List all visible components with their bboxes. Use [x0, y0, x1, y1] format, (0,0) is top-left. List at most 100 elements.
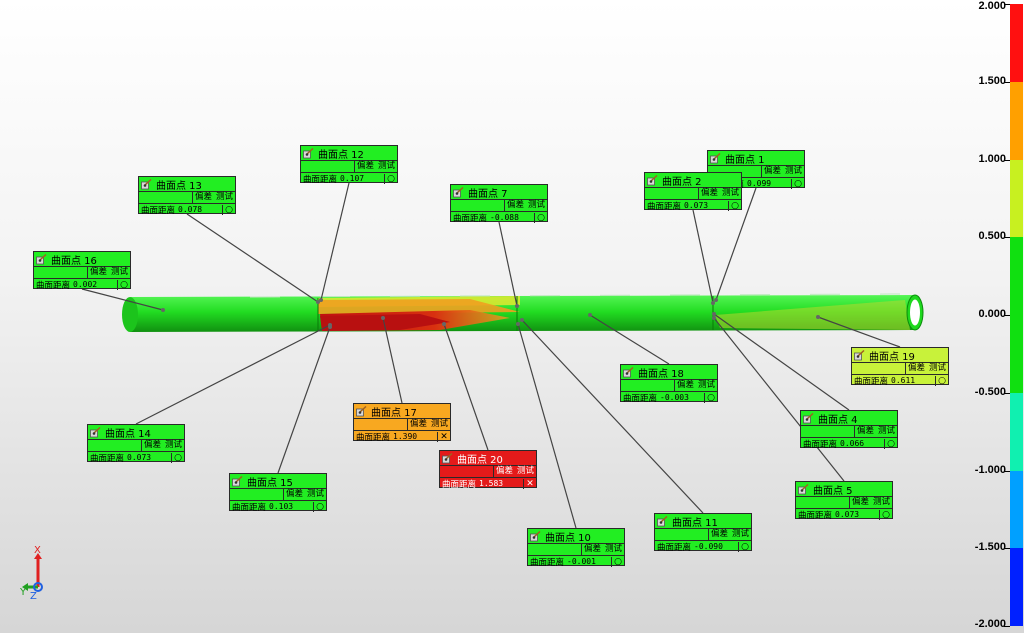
col-test-label: 测试: [721, 188, 739, 198]
measurement-name: 曲面距离: [356, 432, 391, 443]
col-deviation-label: 偏差: [710, 529, 728, 539]
col-deviation-label: 偏差: [356, 161, 374, 171]
leader-line: [135, 324, 331, 425]
pass-icon: ○: [117, 279, 130, 290]
col-deviation-label: 偏差: [583, 544, 601, 554]
col-deviation-label: 偏差: [856, 426, 874, 436]
point-marker[interactable]: [381, 316, 385, 320]
col-test-label: 测试: [928, 363, 946, 373]
legend-band: [1010, 470, 1023, 549]
measurement-name: 曲面距离: [798, 510, 833, 521]
callout-title: 曲面点 15: [247, 477, 293, 489]
legend-tick-mark: [1004, 237, 1010, 239]
measurement-value: 0.078: [178, 205, 203, 214]
measurement-value: 0.103: [269, 502, 294, 511]
pass-icon: ○: [728, 200, 741, 211]
pass-icon: ○: [222, 204, 235, 215]
surface-point-icon: [623, 366, 634, 377]
measurement-name: 曲面距离: [442, 479, 477, 490]
legend-tick-mark: [1004, 315, 1010, 316]
point-marker[interactable]: [516, 322, 520, 326]
point-marker[interactable]: [816, 315, 820, 319]
callout-title: 曲面点 2: [662, 176, 702, 188]
callout-title: 曲面点 16: [51, 255, 97, 267]
legend-tick-mark: [1004, 548, 1010, 550]
col-test-label: 测试: [430, 419, 448, 429]
leader-line: [517, 323, 577, 529]
callout-header: 曲面点 19: [852, 348, 948, 363]
measurement-name: 曲面距离: [303, 174, 338, 185]
col-deviation-label: 偏差: [506, 200, 524, 210]
col-test-label: 测试: [731, 529, 749, 539]
surface-point-icon: [710, 152, 721, 163]
col-deviation-label: 偏差: [89, 267, 107, 277]
col-deviation-label: 偏差: [700, 188, 718, 198]
point-marker[interactable]: [588, 313, 592, 317]
pass-icon: ○: [384, 173, 397, 184]
point-marker[interactable]: [161, 308, 165, 312]
point-marker[interactable]: [520, 318, 524, 322]
callout-title: 曲面点 12: [318, 149, 364, 161]
col-deviation-label: 偏差: [194, 192, 212, 202]
callout-title: 曲面点 17: [371, 407, 417, 419]
callout-header: 曲面点 11: [655, 514, 751, 529]
callout-title: 曲面点 1: [725, 154, 765, 166]
col-test-label: 测试: [877, 426, 895, 436]
axis-z-label: Z: [30, 591, 37, 602]
legend-tick-mark: [1004, 81, 1010, 83]
pass-icon: ○: [704, 392, 717, 403]
point-marker[interactable]: [714, 298, 718, 302]
callout-header: 曲面点 20: [440, 451, 536, 466]
measurement-points: [161, 298, 820, 329]
pass-icon: ○: [171, 452, 184, 463]
legend-tick-label: -1.500: [974, 541, 1006, 554]
measurement-value: -0.001: [567, 557, 596, 566]
callout-title: 曲面点 18: [638, 368, 684, 380]
point-marker[interactable]: [515, 304, 519, 308]
fail-icon: ✕: [437, 431, 450, 442]
fail-icon: ✕: [523, 478, 536, 489]
legend-tick-mark: [1004, 470, 1010, 472]
callout-header: 曲面点 5: [796, 482, 892, 497]
measurement-value: 0.073: [835, 510, 860, 519]
point-marker[interactable]: [442, 322, 446, 326]
col-deviation-label: 偏差: [763, 166, 781, 176]
point-marker[interactable]: [712, 316, 716, 320]
col-test-label: 测试: [604, 544, 622, 554]
callout-title: 曲面点 10: [545, 532, 591, 544]
pass-icon: ○: [534, 212, 547, 223]
point-marker[interactable]: [711, 301, 715, 305]
legend-band: [1010, 81, 1023, 160]
legend-tick-label: 2.000: [978, 0, 1006, 12]
callout-title: 曲面点 14: [105, 428, 151, 440]
point-marker[interactable]: [328, 325, 332, 329]
point-marker[interactable]: [316, 300, 320, 304]
surface-point-icon: [303, 147, 314, 158]
callout-header: 曲面点 15: [230, 474, 326, 489]
callout-title: 曲面点 13: [156, 180, 202, 192]
point-marker[interactable]: [319, 298, 323, 302]
col-test-label: 测试: [164, 440, 182, 450]
leader-lines: [81, 182, 901, 529]
point-marker[interactable]: [712, 312, 716, 316]
legend-tick-label: 0.000: [978, 308, 1006, 320]
col-deviation-label: 偏差: [907, 363, 925, 373]
legend-band: [1010, 548, 1023, 626]
leader-line: [817, 316, 901, 348]
